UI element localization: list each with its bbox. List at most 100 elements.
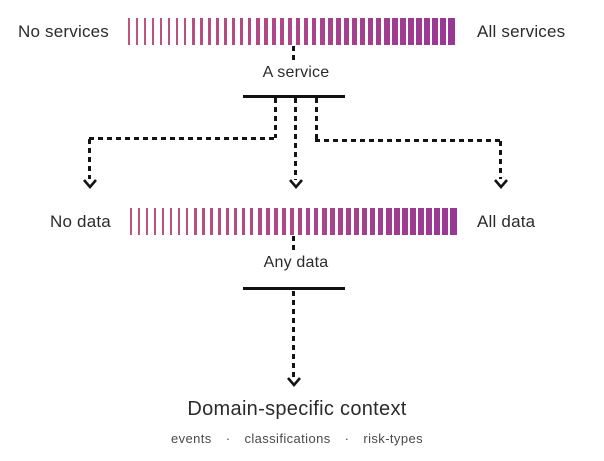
branch-left-vertical (88, 139, 91, 179)
spectrum-tick (353, 208, 359, 235)
data-spectrum-right-label: All data (477, 212, 536, 231)
spectrum-tick (393, 208, 400, 235)
spectrum-tick (433, 208, 441, 235)
spectrum-tick (391, 18, 398, 45)
spectrum-tick (297, 208, 303, 235)
spectrum-tick (305, 208, 311, 235)
spectrum-tick (257, 208, 262, 235)
spectrum-tick (359, 18, 366, 45)
context-item: events (171, 431, 212, 446)
arrow-down-icon (287, 377, 301, 387)
item-separator-dot: · (344, 431, 350, 446)
branch-right-vertical (499, 141, 502, 179)
spectrum-tick (449, 208, 457, 235)
spectrum-tick (201, 208, 205, 235)
spectrum-tick (303, 18, 309, 45)
spectrum-tick (375, 18, 382, 45)
spectrum-tick (207, 18, 211, 45)
spectrum-tick (447, 18, 455, 45)
arrow-down-icon (494, 179, 508, 189)
context-node-label: Domain-specific context (187, 398, 407, 420)
spectrum-tick (215, 18, 219, 45)
spectrum-tick (345, 208, 351, 235)
spectrum-tick (265, 208, 270, 235)
services-spectrum-left-label: No services (18, 22, 110, 41)
spectrum-tick (409, 208, 416, 235)
arrow-down-icon (289, 179, 303, 189)
spectrum-tick (407, 18, 414, 45)
spectrum-tick (143, 18, 146, 45)
branch-right-horizontal (315, 139, 501, 142)
spectrum-tick (223, 18, 227, 45)
spectrum-tick (183, 18, 187, 45)
services-spectrum-right-label: All services (477, 22, 566, 41)
spectrum-tick (431, 18, 439, 45)
spectrum-tick (175, 18, 179, 45)
spectrum-tick (193, 208, 197, 235)
arrow-down-icon (83, 179, 97, 189)
services-to-service-connector (292, 46, 295, 60)
spectrum-tick (377, 208, 384, 235)
spectrum-tick (287, 18, 292, 45)
data-to-anydata-connector (292, 236, 295, 250)
spectrum-tick (247, 18, 252, 45)
spectrum-tick (313, 208, 319, 235)
spectrum-tick (439, 18, 447, 45)
item-separator-dot: · (225, 431, 231, 446)
spectrum-tick (311, 18, 317, 45)
spectrum-tick (217, 208, 221, 235)
spectrum-tick (367, 18, 374, 45)
spectrum-tick (151, 18, 154, 45)
spectrum-tick (138, 208, 140, 235)
spectrum-tick (159, 18, 162, 45)
spectrum-tick (271, 18, 276, 45)
spectrum-tick (153, 208, 156, 235)
spectrum-tick (335, 18, 341, 45)
spectrum-tick (337, 208, 343, 235)
service-node-baseline (243, 95, 345, 98)
spectrum-tick (415, 18, 422, 45)
context-items: events · classifications · risk-types (171, 431, 423, 446)
spectrum-tick (369, 208, 376, 235)
spectrum-tick (279, 18, 284, 45)
spectrum-tick (281, 208, 286, 235)
spectrum-tick (441, 208, 449, 235)
spectrum-tick (185, 208, 189, 235)
spectrum-tick (239, 18, 244, 45)
spectrum-tick (319, 18, 325, 45)
spectrum-tick (385, 208, 392, 235)
spectrum-tick (231, 18, 236, 45)
spectrum-tick (401, 208, 408, 235)
context-item: classifications (244, 431, 331, 446)
spectrum-tick (351, 18, 357, 45)
spectrum-tick (233, 208, 238, 235)
spectrum-tick (249, 208, 254, 235)
services-spectrum-bar (128, 18, 458, 45)
branch-stub-left (274, 98, 277, 138)
spectrum-tick (169, 208, 173, 235)
spectrum-tick (167, 18, 171, 45)
spectrum-tick (327, 18, 333, 45)
spectrum-tick (191, 18, 195, 45)
spectrum-tick (329, 208, 335, 235)
branch-stub-right (315, 98, 318, 141)
branch-stub-middle (294, 98, 297, 180)
spectrum-tick (136, 18, 138, 45)
spectrum-tick (209, 208, 213, 235)
data-node-baseline (243, 287, 345, 290)
spectrum-tick (177, 208, 181, 235)
spectrum-tick (263, 18, 268, 45)
spectrum-tick (361, 208, 368, 235)
data-node-label: Any data (263, 254, 329, 271)
branch-left-horizontal (89, 137, 276, 140)
spectrum-tick (417, 208, 424, 235)
spectrum-tick (295, 18, 301, 45)
context-item: risk-types (363, 431, 423, 446)
spectrum-tick (128, 18, 130, 45)
spectrum-tick (161, 208, 164, 235)
spectrum-tick (321, 208, 327, 235)
spectrum-tick (383, 18, 390, 45)
data-spectrum-left-label: No data (50, 212, 111, 231)
spectrum-tick (130, 208, 132, 235)
spectrum-tick (199, 18, 203, 45)
